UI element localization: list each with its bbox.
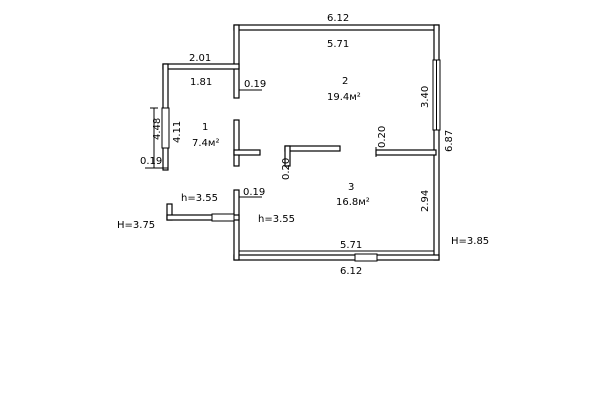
dim-wall-019-top: 0.19 — [244, 79, 266, 90]
dim-right-lower: 2.94 — [420, 190, 431, 212]
height-entry: h=3.55 — [181, 193, 218, 204]
room-3-number: 3 — [348, 182, 354, 193]
dim-bottom-outer: 6.12 — [340, 266, 362, 277]
wall-wing-top — [162, 63, 240, 70]
wall-main-left-upper — [233, 24, 240, 99]
dim-top-outer: 6.12 — [327, 13, 349, 24]
dim-wall-019-mid: 0.19 — [243, 187, 265, 198]
dim-bottom-inner: 5.71 — [340, 240, 362, 251]
partition-room1-vertical — [233, 119, 240, 167]
height-room3: h=3.55 — [258, 214, 295, 225]
room-2-area: 19.4м² — [327, 92, 361, 103]
dim-partition-020-right: 0.20 — [377, 126, 388, 148]
window-wing-left — [161, 107, 170, 149]
dim-wing-top-inner: 1.81 — [190, 77, 212, 88]
height-right: H=3.85 — [451, 236, 489, 247]
room-1-number: 1 — [202, 122, 208, 133]
partition-right — [375, 149, 437, 156]
dim-right-outer: 6.87 — [444, 130, 455, 152]
wall-top — [233, 24, 440, 31]
room-1-area: 7.4м² — [192, 138, 219, 149]
partition-center — [284, 145, 341, 152]
partition-room1-horizontal — [233, 149, 261, 156]
wall-main-left-lower — [233, 189, 240, 261]
window-entry — [211, 213, 235, 222]
window-bottom — [354, 253, 378, 262]
height-left: H=3.75 — [117, 220, 155, 231]
dim-right-upper: 3.40 — [420, 86, 431, 108]
dim-left-outer: 4.48 — [152, 118, 163, 140]
dim-partition-020-center: 0.20 — [281, 158, 292, 180]
dim-left-wall-019: 0.19 — [140, 156, 162, 167]
wall-bottom — [233, 254, 440, 261]
partition-center-stub — [284, 145, 291, 167]
room-2-number: 2 — [342, 76, 348, 87]
dim-left-inner: 4.11 — [172, 121, 183, 143]
room-3-area: 16.8м² — [336, 197, 370, 208]
dim-wing-top-outer: 2.01 — [189, 53, 211, 64]
dim-top-inner: 5.71 — [327, 39, 349, 50]
wall-entry-stub-h — [166, 214, 240, 221]
